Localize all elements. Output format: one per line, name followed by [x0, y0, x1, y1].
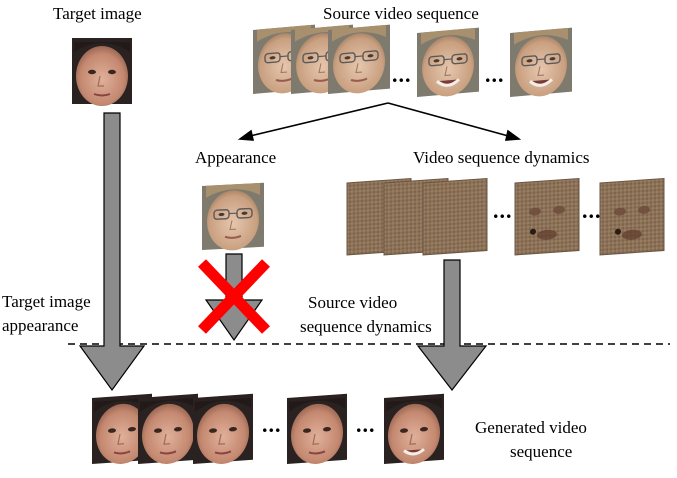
label-video-sequence-dynamics: Video sequence dynamics [413, 148, 590, 167]
ellipsis: ... [582, 198, 602, 223]
label-target-image-appearance-line1: Target image [2, 292, 91, 311]
dynamics-arrow [416, 259, 488, 391]
ellipsis: ... [356, 412, 376, 437]
dynamics-frame [515, 179, 579, 255]
generated-frame [191, 392, 255, 468]
source-video-sequence [251, 23, 572, 99]
target-image [71, 37, 133, 107]
label-source-video-dynamics-line1: Source video [308, 293, 398, 312]
ellipsis: ... [485, 62, 505, 87]
split-arrows [237, 102, 522, 141]
label-source-video-sequence: Source video sequence [323, 4, 479, 23]
label-appearance: Appearance [195, 148, 277, 167]
dynamics-frame [600, 179, 664, 255]
red-x-icon [198, 259, 270, 334]
label-source-video-dynamics-line2: sequence dynamics [300, 317, 432, 336]
label-generated-line1: Generated video [475, 418, 587, 437]
label-target-image-appearance-line2: appearance [2, 316, 79, 335]
appearance-image [200, 181, 266, 254]
dynamics-frame [422, 178, 488, 256]
ellipsis: ... [392, 62, 412, 87]
ellipsis: ... [493, 198, 513, 223]
source-frame [417, 28, 479, 99]
source-frame [510, 28, 572, 99]
generated-frame [285, 392, 349, 468]
generated-frame [382, 392, 446, 468]
source-frame [326, 23, 392, 98]
label-target-image: Target image [53, 4, 142, 23]
generated-video-sequence [90, 392, 446, 468]
label-generated-line2: sequence [510, 442, 573, 461]
ellipsis: ... [262, 412, 282, 437]
generated-frame [136, 392, 200, 468]
target-appearance-arrow [78, 112, 146, 392]
